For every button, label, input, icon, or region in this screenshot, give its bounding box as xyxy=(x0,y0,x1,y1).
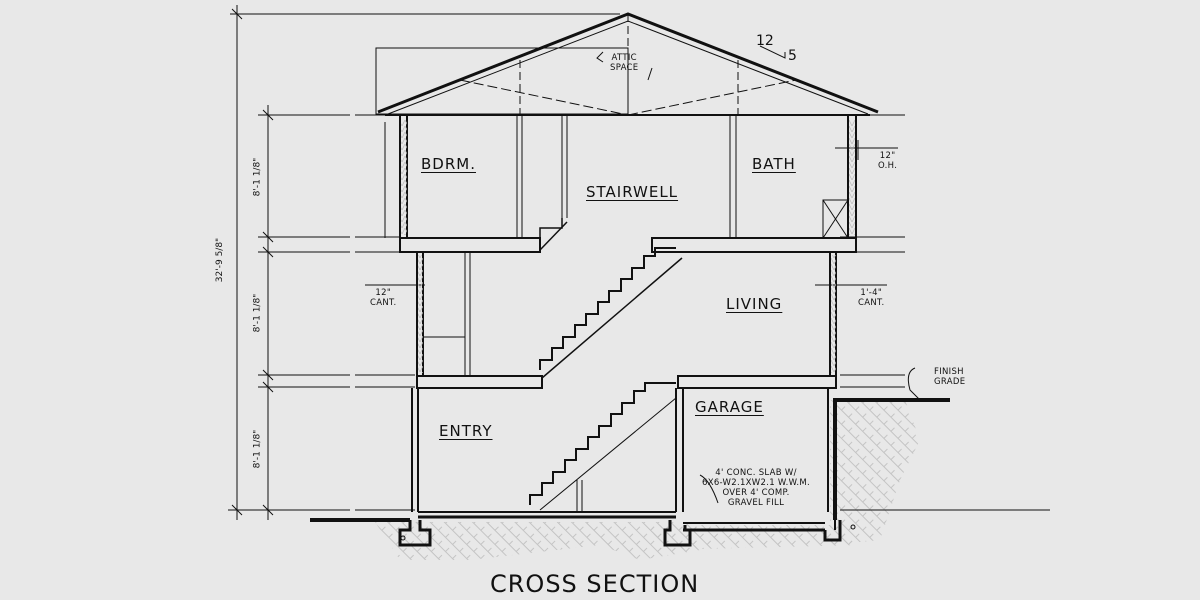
anchor-marks xyxy=(400,524,856,541)
earth-hatch xyxy=(375,400,920,560)
dim-overall-height: 32'-9 5/8" xyxy=(215,237,226,283)
room-label-entry: ENTRY xyxy=(439,422,493,440)
roof-pitch-run: 12 xyxy=(756,33,774,49)
leader-lines xyxy=(596,51,921,504)
room-label-stairwell: STAIRWELL xyxy=(586,183,679,201)
room-label-bedroom: BDRM. xyxy=(421,155,476,173)
attic-space-label: ATTIC SPACE xyxy=(610,53,639,73)
callout-right-cant: 1'-4" CANT. xyxy=(858,288,885,308)
roof-pitch-rise: 5 xyxy=(788,48,797,64)
callout-slab-note: 4' CONC. SLAB W/ 6X6-W2.1XW2.1 W.W.M. OV… xyxy=(702,468,811,508)
dim-middle-floor: 8'-1 1/8" xyxy=(252,293,263,333)
stairs xyxy=(529,218,683,511)
roof xyxy=(375,12,879,116)
callout-right-oh: 12" O.H. xyxy=(878,151,898,171)
dimension-lines xyxy=(228,5,1050,520)
callout-finish-grade: FINISH GRADE xyxy=(934,367,966,387)
callout-left-cant: 12" CANT. xyxy=(370,288,397,308)
dim-lower-floor: 8'-1 1/8" xyxy=(252,429,263,469)
dim-upper-floor: 8'-1 1/8" xyxy=(252,157,263,197)
room-label-garage: GARAGE xyxy=(695,398,764,416)
drawing-title: CROSS SECTION xyxy=(490,570,700,598)
room-label-bath: BATH xyxy=(752,155,796,173)
room-label-living: LIVING xyxy=(726,295,783,313)
insulation xyxy=(401,120,855,373)
